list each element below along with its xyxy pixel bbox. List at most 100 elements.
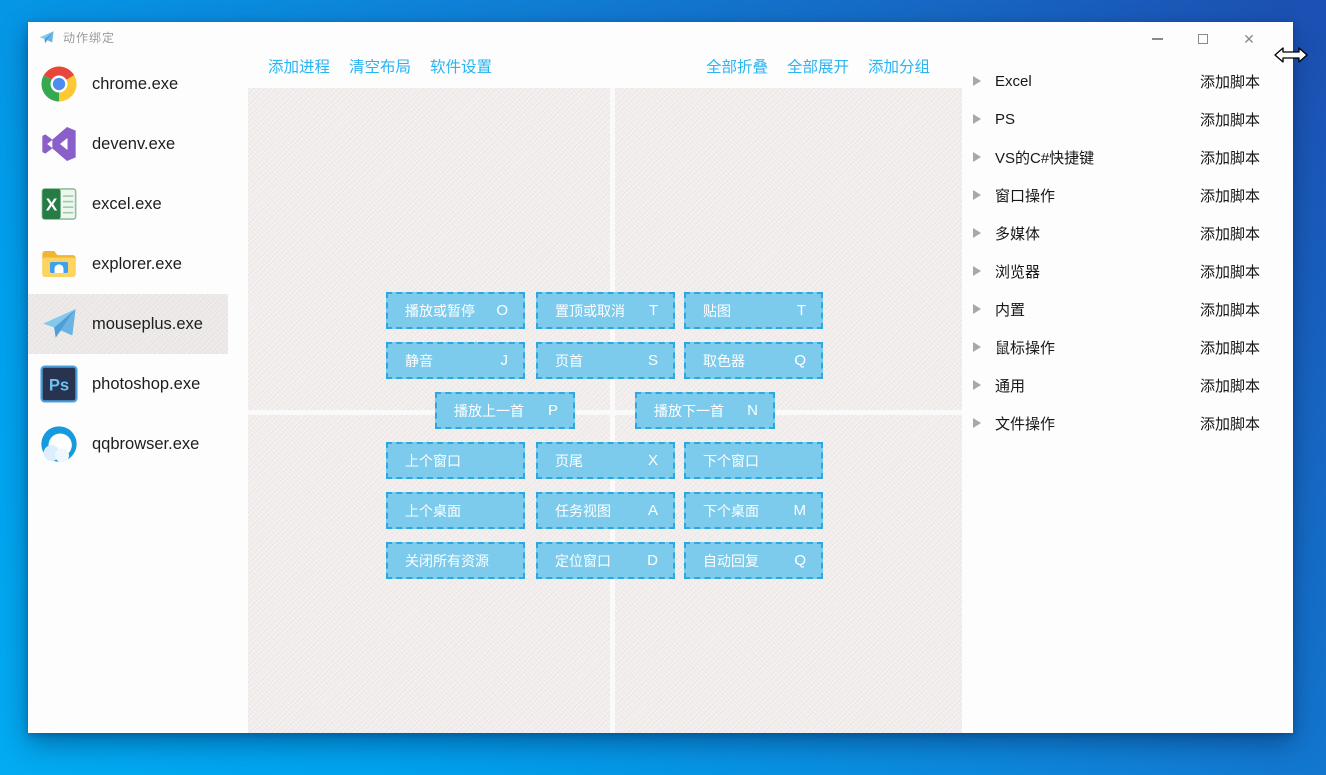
shortcut-label: 关闭所有资源 — [405, 552, 489, 569]
shortcut-button-task-view[interactable]: 任务视图 A — [536, 492, 675, 529]
sidebar-item-devenv[interactable]: devenv.exe — [28, 114, 228, 174]
close-icon: ✕ — [1243, 31, 1255, 47]
sidebar-item-label: devenv.exe — [92, 134, 176, 153]
group-row-general[interactable]: 通用 添加脚本 — [962, 366, 1293, 404]
group-row-window-operations[interactable]: 窗口操作 添加脚本 — [962, 176, 1293, 214]
gesture-layout-canvas[interactable]: 播放或暂停 O 置顶或取消 T 贴图 T 静音 J 页首 S 取色器 Q 播放上… — [248, 88, 962, 733]
shortcut-label: 自动回复 — [703, 552, 759, 569]
add-script-button[interactable]: 添加脚本 — [1199, 149, 1260, 167]
maximize-button[interactable] — [1180, 27, 1226, 51]
group-row-built-in[interactable]: 内置 添加脚本 — [962, 290, 1293, 328]
sidebar-item-photoshop[interactable]: Ps photoshop.exe — [28, 354, 228, 414]
add-group-link[interactable]: 添加分组 — [868, 59, 931, 76]
clear-layout-link[interactable]: 清空布局 — [349, 59, 412, 76]
shortcut-button-next-desktop[interactable]: 下个桌面 M — [684, 492, 823, 529]
expand-triangle-icon[interactable] — [973, 152, 981, 162]
add-script-button[interactable]: 添加脚本 — [1199, 301, 1260, 319]
shortcut-button-close-all-resources[interactable]: 关闭所有资源 — [386, 542, 525, 579]
sidebar-item-qqbrowser[interactable]: qqbrowser.exe — [28, 414, 228, 474]
maximize-icon — [1198, 34, 1208, 44]
group-label: 窗口操作 — [995, 187, 1056, 205]
add-script-button[interactable]: 添加脚本 — [1199, 187, 1260, 205]
shortcut-label: 页尾 — [555, 452, 583, 469]
shortcut-key: S — [647, 352, 658, 369]
shortcut-label: 贴图 — [703, 302, 731, 319]
group-row-vs-csharp-shortcuts[interactable]: VS的C#快捷键 添加脚本 — [962, 138, 1293, 176]
group-label: 通用 — [995, 377, 1026, 395]
sidebar-item-excel[interactable]: X excel.exe — [28, 174, 228, 234]
add-script-button[interactable]: 添加脚本 — [1199, 339, 1260, 357]
shortcut-button-mute[interactable]: 静音 J — [386, 342, 525, 379]
paper-plane-icon — [38, 29, 55, 46]
group-row-ps[interactable]: PS 添加脚本 — [962, 100, 1293, 138]
resize-cursor — [1274, 44, 1308, 71]
minimize-icon — [1151, 38, 1163, 40]
group-row-browser[interactable]: 浏览器 添加脚本 — [962, 252, 1293, 290]
shortcut-label: 置顶或取消 — [555, 302, 625, 319]
add-script-button[interactable]: 添加脚本 — [1199, 415, 1260, 433]
shortcut-label: 定位窗口 — [555, 552, 611, 569]
collapse-all-link[interactable]: 全部折叠 — [706, 59, 769, 76]
shortcut-button-auto-reply[interactable]: 自动回复 Q — [684, 542, 823, 579]
add-script-button[interactable]: 添加脚本 — [1199, 225, 1260, 243]
shortcut-button-color-picker[interactable]: 取色器 Q — [684, 342, 823, 379]
group-row-mouse-operations[interactable]: 鼠标操作 添加脚本 — [962, 328, 1293, 366]
chrome-icon — [38, 63, 80, 105]
shortcut-key: A — [647, 502, 658, 519]
canvas-horizontal-divider — [248, 410, 962, 415]
shortcut-button-play-previous[interactable]: 播放上一首 P — [435, 392, 575, 429]
toolbar-left-group: 添加进程 清空布局 软件设置 — [268, 55, 492, 77]
close-button[interactable]: ✕ — [1226, 27, 1272, 51]
sidebar-item-chrome[interactable]: chrome.exe — [28, 54, 228, 114]
svg-text:Ps: Ps — [49, 376, 69, 395]
shortcut-button-screenshot-pin[interactable]: 贴图 T — [684, 292, 823, 329]
shortcut-button-play-next[interactable]: 播放下一首 N — [635, 392, 775, 429]
shortcut-key: D — [647, 552, 658, 569]
expand-all-link[interactable]: 全部展开 — [787, 59, 850, 76]
minimize-button[interactable] — [1134, 27, 1180, 51]
group-row-excel[interactable]: Excel 添加脚本 — [962, 62, 1293, 100]
shortcut-button-pin-toggle[interactable]: 置顶或取消 T — [536, 292, 675, 329]
add-script-button[interactable]: 添加脚本 — [1199, 263, 1260, 281]
sidebar-item-label: chrome.exe — [92, 74, 179, 93]
shortcut-key: Q — [794, 552, 806, 569]
shortcut-button-page-top[interactable]: 页首 S — [536, 342, 675, 379]
expand-triangle-icon[interactable] — [973, 76, 981, 86]
shortcut-button-page-bottom[interactable]: 页尾 X — [536, 442, 675, 479]
expand-triangle-icon[interactable] — [973, 190, 981, 200]
expand-triangle-icon[interactable] — [973, 304, 981, 314]
shortcut-button-play-pause[interactable]: 播放或暂停 O — [386, 292, 525, 329]
sidebar-item-label: explorer.exe — [92, 254, 182, 273]
sidebar-item-explorer[interactable]: explorer.exe — [28, 234, 228, 294]
group-row-file-operations[interactable]: 文件操作 添加脚本 — [962, 404, 1293, 442]
shortcut-label: 取色器 — [703, 352, 745, 369]
window-title: 动作绑定 — [63, 30, 116, 45]
group-row-multimedia[interactable]: 多媒体 添加脚本 — [962, 214, 1293, 252]
shortcut-button-prev-window[interactable]: 上个窗口 — [386, 442, 525, 479]
expand-triangle-icon[interactable] — [973, 228, 981, 238]
title-bar[interactable]: 动作绑定 — [28, 22, 1293, 52]
shortcut-key: P — [547, 402, 558, 419]
shortcut-button-prev-desktop[interactable]: 上个桌面 — [386, 492, 525, 529]
sidebar-item-label: photoshop.exe — [92, 374, 201, 393]
explorer-icon — [38, 243, 80, 285]
sidebar-item-mouseplus[interactable]: mouseplus.exe — [28, 294, 228, 354]
add-script-button[interactable]: 添加脚本 — [1199, 377, 1260, 395]
add-process-link[interactable]: 添加进程 — [268, 59, 331, 76]
action-binding-window: 动作绑定 ✕ chrome.exe devenv.exe X excel.exe — [28, 22, 1293, 733]
expand-triangle-icon[interactable] — [973, 380, 981, 390]
shortcut-key: T — [648, 302, 658, 319]
svg-text:X: X — [46, 194, 58, 214]
expand-triangle-icon[interactable] — [973, 342, 981, 352]
excel-icon: X — [38, 183, 80, 225]
paper-plane-icon — [38, 303, 80, 345]
expand-triangle-icon[interactable] — [973, 418, 981, 428]
shortcut-button-locate-window[interactable]: 定位窗口 D — [536, 542, 675, 579]
software-settings-link[interactable]: 软件设置 — [430, 59, 493, 76]
add-script-button[interactable]: 添加脚本 — [1199, 73, 1260, 91]
shortcut-button-next-window[interactable]: 下个窗口 — [684, 442, 823, 479]
expand-triangle-icon[interactable] — [973, 114, 981, 124]
sidebar-item-label: qqbrowser.exe — [92, 434, 200, 453]
expand-triangle-icon[interactable] — [973, 266, 981, 276]
add-script-button[interactable]: 添加脚本 — [1199, 111, 1260, 129]
